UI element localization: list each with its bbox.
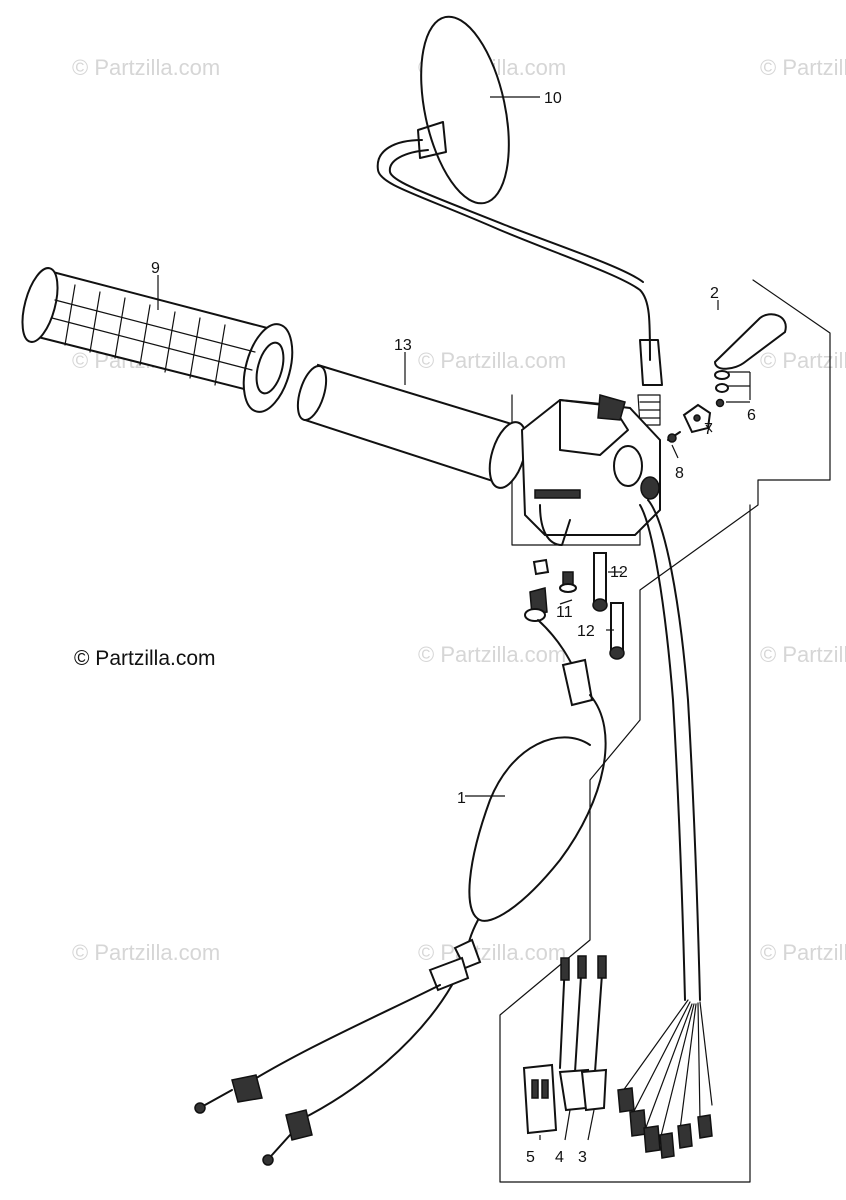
callout-9: 9	[151, 260, 160, 277]
harness-outer	[647, 499, 701, 1001]
bracket-hole	[693, 414, 701, 422]
screw-12-upper-head	[592, 598, 608, 612]
screw-12-lower-head	[609, 646, 625, 660]
throttle-end	[296, 364, 328, 422]
callout-1: 1	[457, 790, 466, 807]
callout-7: 7	[704, 421, 713, 438]
mirror-thread	[637, 394, 661, 426]
screw-11-head	[559, 583, 577, 593]
connector	[677, 1123, 693, 1149]
watermark: © Partzilla.com	[760, 642, 846, 667]
callout-4: 4	[555, 1149, 564, 1166]
cable-loop	[468, 694, 607, 922]
harness-inner	[639, 504, 686, 1001]
mirror-stem-base	[639, 339, 663, 386]
lever-parts	[667, 313, 787, 443]
leader-lines	[157, 96, 751, 1141]
callout-12-lower: 12	[577, 623, 595, 640]
cable-sleeve	[561, 658, 594, 707]
mirror-stem-inner	[388, 149, 644, 283]
housing-bore	[613, 445, 643, 487]
cable-tip-a	[204, 1089, 233, 1106]
throttle-sleeve	[303, 363, 517, 487]
throttle-tube	[296, 363, 528, 489]
switch-housing	[520, 394, 661, 546]
callout-12-upper: 12	[610, 564, 628, 581]
copyright-line-1: © Partzilla.com	[74, 647, 216, 670]
mirror-mount	[417, 121, 447, 159]
terminal-parts	[522, 955, 608, 1135]
callout-13: 13	[394, 337, 412, 354]
callout-2: 2	[710, 285, 719, 302]
watermark: © Partzilla.com	[418, 348, 566, 373]
screw-8-head	[667, 433, 677, 443]
connector-3	[580, 1068, 608, 1112]
callout-3: 3	[578, 1149, 587, 1166]
cable-nipple-a	[194, 1102, 206, 1114]
wiring-harness	[617, 499, 713, 1159]
watermark: © Partzilla.com	[72, 55, 220, 80]
wire-grommet	[640, 476, 660, 500]
callout-10: 10	[544, 90, 562, 107]
washer-1	[714, 370, 730, 380]
small-ball	[715, 398, 725, 408]
screw-12-upper	[593, 552, 607, 604]
cable-nipple-b	[262, 1154, 274, 1166]
housing-lower-lip	[539, 504, 571, 546]
cable-adjuster-cap	[532, 558, 550, 576]
screw-12-lower	[610, 602, 624, 652]
cable-end-b	[285, 1109, 313, 1141]
watermark: © Partzilla.com	[418, 642, 566, 667]
cable-branch-b	[299, 984, 453, 1121]
cable-junction	[428, 956, 470, 992]
connector	[643, 1125, 661, 1153]
handlebar-grip	[21, 267, 294, 413]
watermark: © Partzilla.com	[760, 55, 846, 80]
callout-labels: 1 2 3 4 5 6 7 8 9 10 11 12 12 13	[151, 90, 756, 1166]
grip-opening	[255, 341, 285, 395]
housing-switch-knob	[597, 394, 626, 421]
washer-2	[715, 383, 729, 393]
callout-8: 8	[675, 465, 684, 482]
callout-11: 11	[556, 604, 573, 621]
mirror	[376, 15, 663, 426]
housing-slot	[534, 489, 581, 499]
cable-branch-a	[239, 984, 441, 1089]
wire-4-tip	[577, 955, 587, 979]
wire-5-tip	[560, 957, 570, 981]
wire-3-tip	[597, 955, 607, 979]
connector-5	[522, 1063, 558, 1135]
cable-adjuster-nut	[524, 608, 546, 622]
watermark: © Partzilla.com	[72, 940, 220, 965]
choke-lever	[713, 313, 787, 370]
throttle-cable	[194, 619, 607, 1166]
watermark: © Partzilla.com	[418, 940, 566, 965]
mirror-glass	[420, 15, 510, 205]
connector	[659, 1132, 675, 1159]
connector	[617, 1087, 635, 1113]
grip-end	[21, 267, 59, 343]
mirror-stem-outer	[376, 139, 651, 361]
harness-wires	[619, 999, 713, 1141]
assembly-outline	[499, 279, 831, 1183]
watermark: © Partzilla.com	[760, 940, 846, 965]
cable-end-a	[231, 1074, 263, 1103]
callout-6: 6	[747, 407, 756, 424]
watermark: © Partzilla.com	[760, 348, 846, 373]
cable-tip-b	[271, 1134, 291, 1156]
connector	[697, 1114, 713, 1139]
screws	[524, 552, 625, 660]
callout-5: 5	[526, 1149, 535, 1166]
